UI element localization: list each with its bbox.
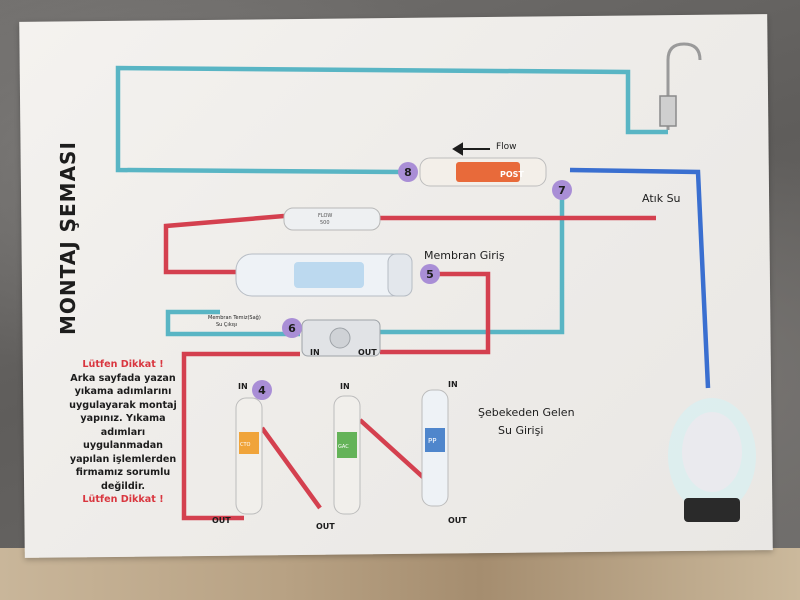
- membrane-flush-label: Membran Temiz(Sağ): [208, 315, 261, 321]
- badge-6: 6: [282, 318, 302, 338]
- gac-label: GAC: [338, 444, 349, 450]
- membrane-housing: [235, 253, 413, 297]
- badge-5: 5: [420, 264, 440, 284]
- faucet-icon: [659, 42, 702, 130]
- blue-tube-lines: [115, 65, 668, 337]
- storage-tank: [668, 398, 756, 522]
- gac-filter: GAC: [333, 395, 361, 515]
- flow-restrictor-bottom-label: 500: [320, 220, 330, 226]
- gac-out-label: OUT: [316, 522, 335, 531]
- badge-8: 8: [398, 162, 418, 182]
- post-carbon-filter: POST: [419, 157, 547, 187]
- badge-7: 7: [552, 180, 572, 200]
- warning-heading: Lütfen Dikkat !: [82, 359, 164, 370]
- warning-box: Lütfen Dikkat ! Arka sayfada yazan yıkam…: [64, 358, 182, 507]
- flow-arrow-icon: [452, 142, 490, 156]
- waste-blue-line: [569, 167, 711, 389]
- shutoff-valve: [301, 319, 381, 357]
- post-label: POST: [500, 170, 524, 179]
- cto-filter: CTO: [235, 397, 263, 515]
- pp-label: PP: [428, 437, 436, 445]
- badge-4: 4: [252, 380, 272, 400]
- valve-out-label: OUT: [358, 348, 377, 357]
- cto-in-label: IN: [238, 382, 248, 391]
- cto-label: CTO: [240, 442, 251, 448]
- pp-in-label: IN: [448, 380, 458, 389]
- warning-footer: Lütfen Dikkat !: [82, 494, 164, 505]
- membrane-inlet-label: Membran Giriş: [424, 249, 505, 262]
- page-title: MONTAJ ŞEMASI: [56, 141, 80, 335]
- waste-water-label: Atık Su: [642, 192, 681, 205]
- pp-filter: PP: [421, 389, 449, 507]
- cto-out-label: OUT: [212, 516, 231, 525]
- pp-out-label: OUT: [448, 516, 467, 525]
- mains-inlet-label-line2: Su Girişi: [498, 424, 544, 437]
- membrane-flush-label-2: Su Çıkışı: [216, 322, 238, 328]
- valve-in-label: IN: [310, 348, 320, 357]
- mains-inlet-label-line1: Şebekeden Gelen: [478, 406, 575, 419]
- gac-in-label: IN: [340, 382, 350, 391]
- flow-restrictor-top-label: FLOW: [318, 213, 332, 219]
- flow-label: Flow: [496, 142, 517, 152]
- flow-restrictor: FLOW 500: [283, 207, 381, 231]
- warning-body: Arka sayfada yazan yıkama adımlarını uyg…: [69, 372, 177, 492]
